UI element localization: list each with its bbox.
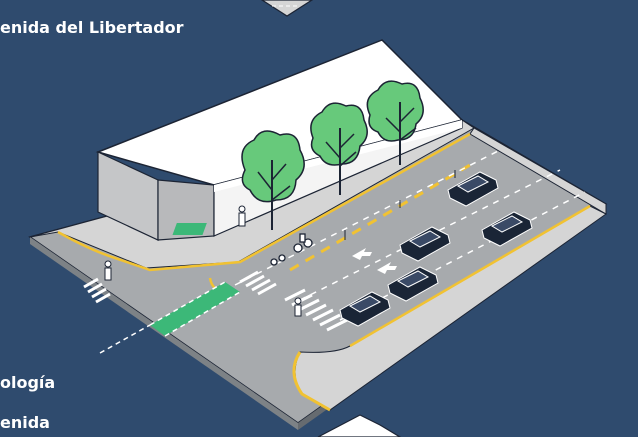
car-icon (339, 171, 533, 327)
bike-crossing-green (150, 282, 240, 336)
crosswalk-left (83, 277, 111, 304)
bottom-tile-fragment (317, 414, 402, 437)
top-tile-fragment (260, 0, 314, 17)
bollards (344, 170, 456, 240)
curb-line-lower (292, 351, 331, 412)
crosswalk-right (284, 288, 348, 332)
curb-line-upper (57, 132, 471, 272)
caption-line-1: ología (0, 373, 56, 392)
pedestrian-icon (104, 205, 302, 317)
street-name-label: enida del Libertador (0, 18, 184, 37)
cyclist-icon (270, 233, 313, 266)
lane-arrow-icon (352, 248, 397, 274)
tree-icon (172, 80, 424, 235)
caption-line-2: enida (0, 413, 50, 432)
crosswalk-bike-stripes (239, 270, 277, 296)
